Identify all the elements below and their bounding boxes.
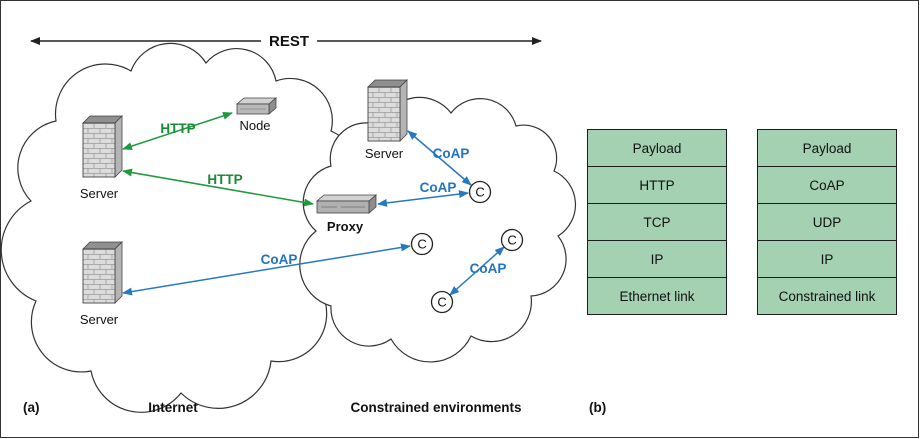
rest-arrow: REST	[30, 33, 542, 50]
coap-client-letter: C	[475, 185, 484, 200]
constrained-label: Constrained environments	[350, 400, 521, 415]
internet-label: Internet	[148, 400, 198, 415]
coap-client-icon-3: C	[500, 228, 524, 252]
server-top-label: Server	[80, 186, 119, 201]
coap-edge-proxy-client: CoAP	[377, 180, 469, 207]
server-bottom-label: Server	[80, 312, 119, 327]
coap-client-icon-2: C	[410, 232, 434, 256]
protocol-stack-coap: Payload CoAP UDP IP Constrained link	[757, 129, 897, 315]
coap-edge-client-client: CoAP	[449, 246, 507, 296]
stack-cell-constrained-link: Constrained link	[757, 277, 897, 315]
http-label-1: HTTP	[160, 121, 195, 136]
stack-cell-ethernet-link: Ethernet link	[587, 277, 727, 315]
http-edge-server-node: HTTP	[122, 112, 233, 150]
coap-client-icon-1: C	[468, 180, 492, 204]
coap-label-2: CoAP	[420, 180, 457, 195]
rest-label: REST	[269, 33, 309, 50]
coap-client-letter: C	[417, 237, 426, 252]
coap-client-letter: C	[507, 233, 516, 248]
server-constrained-label: Server	[365, 146, 404, 161]
coap-label-4: CoAP	[470, 261, 507, 276]
stack-cell-ip: IP	[757, 240, 897, 278]
http-edge-server-proxy: HTTP	[122, 168, 314, 207]
proxy-icon	[316, 194, 377, 214]
coap-label-3: CoAP	[261, 252, 298, 267]
caption-a: (a)	[23, 400, 40, 415]
proxy-label: Proxy	[327, 219, 364, 234]
stack-cell-payload: Payload	[587, 129, 727, 167]
stack-cell-tcp: TCP	[587, 203, 727, 241]
coap-client-icon-4: C	[430, 290, 454, 314]
stack-cell-udp: UDP	[757, 203, 897, 241]
server-icon-top	[82, 115, 123, 178]
internet-cloud	[1, 42, 359, 413]
coap-edge-server-bottom-client: CoAP	[122, 243, 411, 296]
server-icon-bottom	[82, 241, 123, 304]
coap-edge-server-client: CoAP	[407, 130, 472, 186]
node-label: Node	[239, 118, 270, 133]
caption-b: (b)	[589, 400, 606, 415]
http-label-2: HTTP	[207, 172, 242, 187]
stack-cell-coap: CoAP	[757, 166, 897, 204]
server-icon-constrained	[367, 79, 408, 142]
stack-cell-payload: Payload	[757, 129, 897, 167]
protocol-stack-http: Payload HTTP TCP IP Ethernet link	[587, 129, 727, 315]
coap-label-1: CoAP	[433, 146, 470, 161]
coap-client-letter: C	[437, 295, 446, 310]
stack-cell-http: HTTP	[587, 166, 727, 204]
node-icon	[236, 97, 277, 115]
stack-cell-ip: IP	[587, 240, 727, 278]
